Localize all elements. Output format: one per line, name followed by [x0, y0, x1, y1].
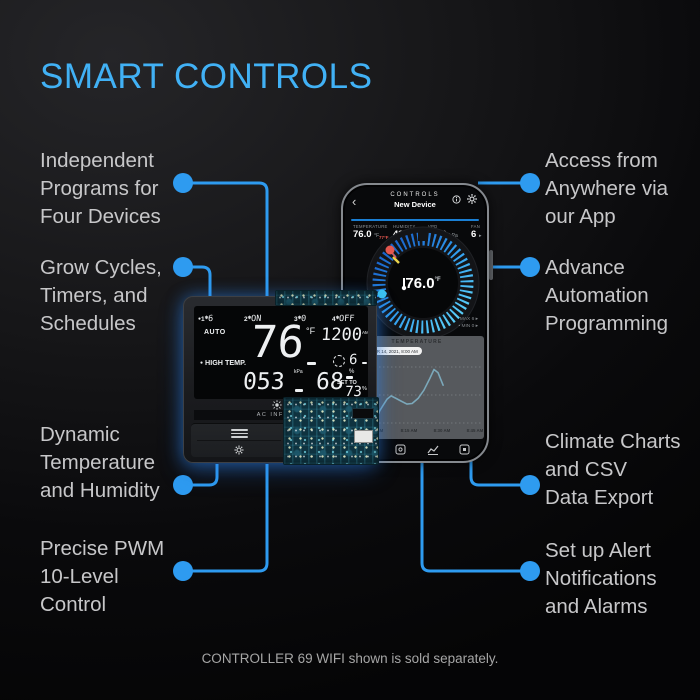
set-to-unit: % [362, 386, 367, 392]
fan-glyph: ✱ [297, 315, 302, 320]
chart-tooltip: MAR 14, 2021, 8:00 AM [366, 347, 422, 355]
callout-dot-1 [173, 173, 193, 193]
feature-climate-charts: Climate Charts and CSV Data Export [545, 430, 681, 509]
lcd-display: ●1✱6 2✱ON 3✱0 4✱OFF AUTO 76 °F 1200 AM ●… [194, 306, 368, 399]
settings-gear-icon [234, 445, 244, 455]
connector-line-3 [183, 464, 219, 487]
dial-marker-label: 77°F [379, 235, 389, 240]
segment-dash [295, 389, 303, 392]
max-label: MAX 6 ▸ [459, 317, 478, 322]
segment-dash [307, 362, 316, 365]
feature-dynamic-temperature: Dynamic Temperature and Humidity [40, 423, 160, 502]
clock-suffix: AM [362, 330, 368, 335]
controller-device: ●1✱6 2✱ON 3✱0 4✱OFF AUTO 76 °F 1200 AM ●… [183, 296, 377, 463]
fan-glyph: ✱ [247, 315, 252, 320]
dial-set-tick [392, 256, 400, 264]
back-chevron-icon: ‹ [352, 194, 357, 209]
port-3-status: 3✱0 [294, 314, 307, 324]
callout-dot-5 [520, 173, 540, 193]
connector-line-4 [183, 464, 269, 573]
feature-alert-notifications: Set up Alert Notifications and Alarms [545, 539, 657, 618]
gear-icon [467, 194, 477, 204]
fan-icon [333, 355, 345, 367]
stat-fan: FAN 6 ▸ [471, 224, 482, 240]
clock-readout: 1200 [320, 325, 363, 345]
callout-dot-7 [520, 475, 540, 495]
set-to-label: SET TO [337, 380, 357, 386]
port-1-status: ●1✱6 [198, 314, 214, 324]
connector-line-1 [183, 181, 269, 299]
callout-dot-4 [173, 561, 193, 581]
feature-pwm-control: Precise PWM 10-Level Control [40, 537, 165, 616]
connector-line-7 [469, 461, 530, 487]
device-tab-icon [395, 444, 406, 455]
mode-label: AUTO [204, 329, 226, 336]
high-temp-alert: ● HIGH TEMP. [200, 358, 247, 367]
port-4-status: 4✱OFF [332, 314, 356, 324]
pcb-component [352, 408, 374, 419]
temperature-readout: 76 [249, 317, 306, 368]
menu-settings-buttons [191, 424, 288, 457]
feature-access-anywhere: Access from Anywhere via our App [545, 149, 669, 228]
connector-line-8 [420, 461, 530, 573]
export-tab-icon [459, 444, 470, 455]
circuit-board [283, 397, 379, 465]
chart-x-label-3: 8:30 AM [434, 428, 451, 433]
vpd-unit: kPa [294, 369, 303, 375]
fan-max-min-labels: MAX 6 ▸ • MIN 0 ▸ [458, 316, 478, 330]
thermometer-icon [401, 278, 407, 291]
connector-line-2 [183, 265, 212, 299]
chart-section-title: TEMPERATURE [391, 339, 443, 345]
port-2-status: 2✱ON [244, 314, 263, 324]
callout-dot-8 [520, 561, 540, 581]
phone-side-button [489, 250, 493, 280]
temperature-dial [366, 226, 480, 340]
dial-value: 76.0°F [405, 275, 441, 292]
fan-glyph: ✱ [204, 315, 209, 320]
chart-x-label-4: 8:45 AM [467, 428, 483, 433]
dial-max-marker [385, 245, 395, 255]
temperature-unit: °F [306, 326, 316, 336]
info-icon [452, 195, 461, 204]
fan-glyph: ✱ [335, 315, 340, 320]
menu-icon [231, 436, 248, 438]
vpd-readout: 053 [242, 369, 286, 395]
menu-icon [231, 432, 248, 435]
dial-min-marker [377, 289, 387, 299]
callout-dot-2 [173, 257, 193, 277]
menu-icon [231, 429, 248, 431]
chart-x-label-2: 8:15 AM [401, 428, 418, 433]
stat-temperature: TEMPERATURE 76.0 °F [353, 224, 388, 240]
callout-dot-6 [520, 257, 540, 277]
feature-advance-automation: Advance Automation Programming [545, 256, 669, 335]
humidity-unit: % [349, 369, 355, 375]
phone-tab-bar [343, 440, 487, 460]
disclaimer-caption: CONTROLLER 69 WIFI shown is sold separat… [201, 651, 499, 666]
device-name: New Device [394, 200, 436, 209]
segment-dash [362, 362, 367, 364]
circuit-board-top [275, 290, 377, 306]
brightness-icon [272, 400, 282, 410]
feature-grow-cycles: Grow Cycles, Timers, and Schedules [40, 256, 162, 335]
header-divider [351, 219, 479, 221]
segment-dash [346, 376, 353, 379]
fan-speed-readout: 6 [348, 352, 358, 368]
feature-independent-programs: Independent Programs for Four Devices [40, 149, 161, 228]
callout-dot-3 [173, 475, 193, 495]
pcb-chip [354, 430, 373, 443]
min-label: • MIN 0 ▸ [458, 324, 478, 329]
page-title: SMART CONTROLS [40, 57, 373, 96]
chart-tab-icon [427, 445, 439, 455]
brand-label: AC INFINITY [194, 410, 368, 420]
app-title: CONTROLS [390, 192, 440, 198]
